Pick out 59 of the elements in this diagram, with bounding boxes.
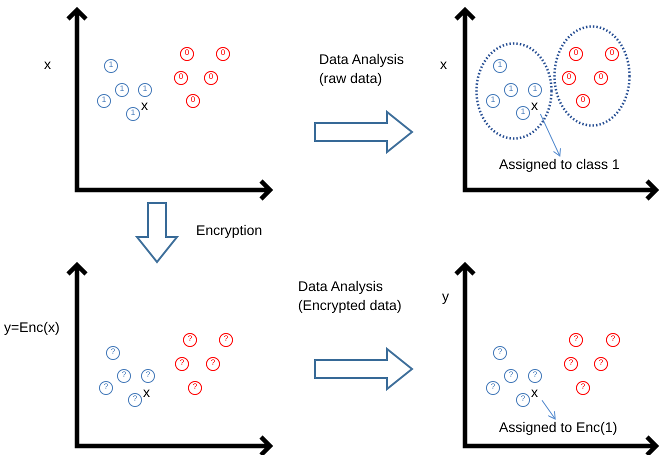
data-point: 0: [569, 47, 583, 61]
edge-label: Encryption: [196, 221, 264, 240]
edge-label: Data Analysis (Encrypted data): [298, 277, 402, 315]
query-point-label: x: [531, 97, 542, 114]
data-point: 0: [180, 47, 194, 61]
data-point: ?: [99, 381, 113, 395]
data-point: 1: [104, 59, 118, 73]
annotation-text: Assigned to Enc(1): [499, 419, 624, 437]
data-point: 1: [126, 107, 140, 121]
data-point: ?: [219, 333, 233, 347]
data-point: 0: [576, 94, 590, 108]
data-point: 0: [174, 71, 188, 85]
axis-label: x: [440, 56, 447, 73]
data-point: 0: [204, 71, 218, 85]
data-point: ?: [528, 369, 542, 383]
data-point: ?: [141, 369, 155, 383]
data-point: 0: [186, 94, 200, 108]
query-point-label: x: [531, 384, 542, 401]
data-point: ?: [564, 357, 578, 371]
data-point: ?: [183, 333, 197, 347]
data-point: ?: [606, 333, 620, 347]
annotation-text: Assigned to class 1: [499, 156, 629, 174]
data-point: ?: [576, 381, 590, 395]
data-point: 1: [493, 59, 507, 73]
data-point: 1: [115, 83, 129, 97]
data-point: ?: [117, 369, 131, 383]
data-point: ?: [486, 381, 500, 395]
data-point: ?: [188, 381, 202, 395]
data-point: 0: [562, 71, 576, 85]
data-point: ?: [504, 369, 518, 383]
data-point: ?: [594, 357, 608, 371]
data-point: 1: [516, 106, 530, 120]
cluster-ellipse: [475, 42, 553, 140]
data-point: ?: [206, 357, 220, 371]
query-point-label: x: [143, 384, 150, 401]
arrow: [542, 400, 556, 420]
data-point: ?: [569, 333, 583, 347]
data-point: 1: [504, 83, 518, 97]
data-point: 0: [605, 47, 619, 61]
axis-label: y=Enc(x): [4, 319, 60, 336]
data-point: 1: [97, 94, 111, 108]
block-arrow: [314, 110, 414, 154]
block-arrow: [314, 346, 414, 392]
cluster-ellipse: [553, 25, 631, 127]
data-point: 1: [486, 94, 500, 108]
axis-label: y: [442, 288, 449, 305]
data-point: ?: [175, 357, 189, 371]
data-point: 0: [216, 47, 230, 61]
data-point: ?: [106, 346, 120, 360]
block-arrow: [134, 202, 180, 264]
data-point: 0: [594, 71, 608, 85]
data-point: 1: [138, 83, 152, 97]
data-point: 1: [528, 83, 542, 97]
query-point-label: x: [141, 97, 148, 114]
axis-label: x: [44, 56, 51, 73]
data-point: ?: [516, 393, 530, 407]
edge-label: Data Analysis (raw data): [319, 50, 405, 88]
data-point: ?: [128, 393, 142, 407]
data-point: ?: [493, 346, 507, 360]
